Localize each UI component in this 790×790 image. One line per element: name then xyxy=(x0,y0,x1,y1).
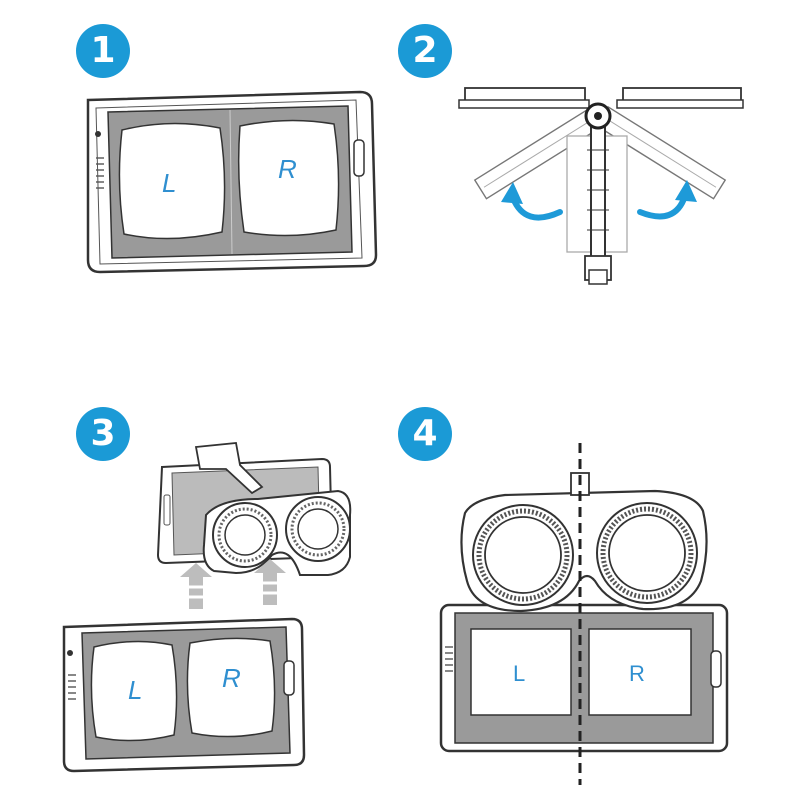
align-center-illustration: L R xyxy=(439,443,729,785)
unfold-arms-illustration xyxy=(458,87,744,285)
step-4-badge: 4 xyxy=(398,407,452,461)
left-label: L xyxy=(513,661,525,686)
right-label: R xyxy=(222,663,241,693)
step-4-panel: 4 L R xyxy=(395,395,790,790)
step-3-badge: 3 xyxy=(76,407,130,461)
step-2-badge: 2 xyxy=(398,24,452,78)
left-eye-view xyxy=(90,640,178,742)
left-eye-view xyxy=(118,122,226,240)
right-eye-view xyxy=(186,637,276,738)
attach-viewer-illustration: L R xyxy=(62,442,352,773)
left-label: L xyxy=(162,168,176,198)
right-label: R xyxy=(278,154,297,184)
phone-landscape-illustration: L R xyxy=(86,90,378,274)
right-eye-view xyxy=(588,628,692,716)
step-2-panel: 2 xyxy=(395,0,790,395)
right-label: R xyxy=(629,661,645,686)
left-eye-view xyxy=(470,628,572,716)
step-1-badge: 1 xyxy=(76,24,130,78)
step-1-panel: 1 L R xyxy=(0,0,395,395)
right-eye-view xyxy=(237,119,340,237)
left-label: L xyxy=(128,675,142,705)
step-3-panel: 3 xyxy=(0,395,395,790)
